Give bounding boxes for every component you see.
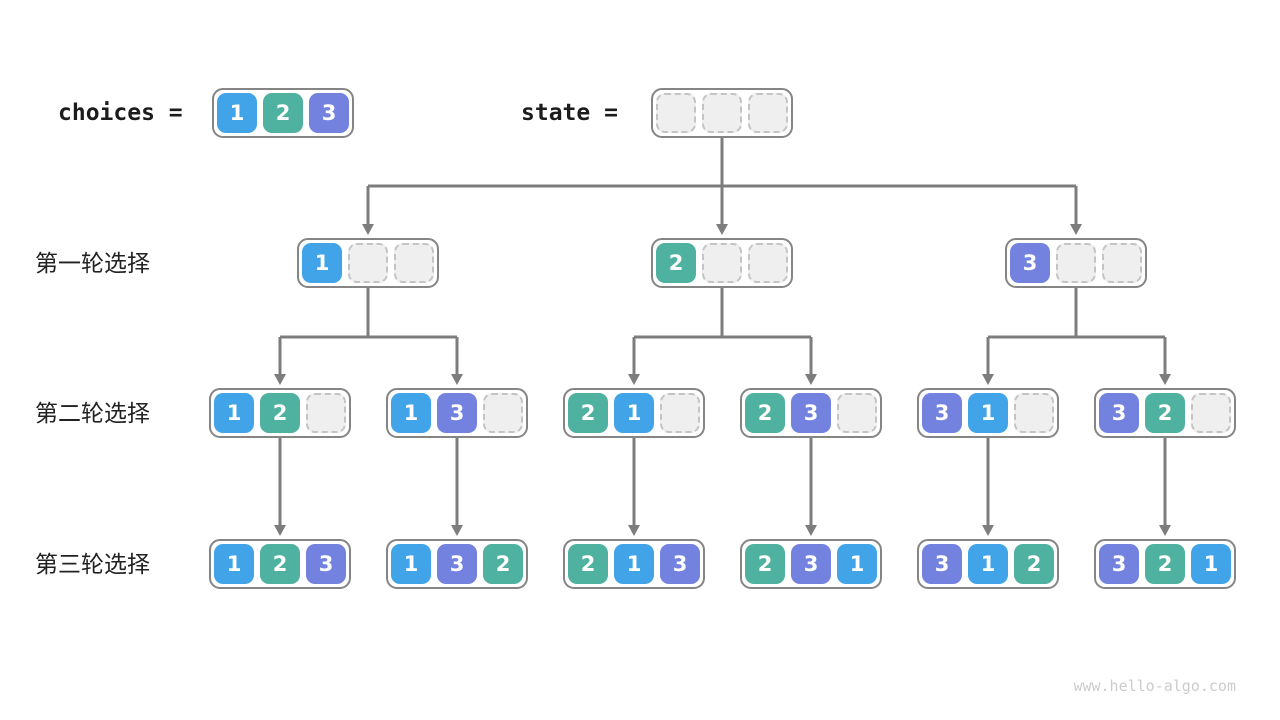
round1-box-1: 1: [297, 238, 439, 288]
choice-tile-3: 3: [1099, 393, 1139, 433]
empty-cell: [1014, 393, 1054, 433]
choice-tile-3: 3: [309, 93, 349, 133]
choices-label: choices =: [58, 100, 183, 126]
choice-tile-1: 1: [614, 544, 654, 584]
choice-tile-1: 1: [614, 393, 654, 433]
choice-tile-2: 2: [263, 93, 303, 133]
empty-cell: [748, 243, 788, 283]
choice-tile-1: 1: [968, 393, 1008, 433]
empty-cell: [1056, 243, 1096, 283]
choice-tile-3: 3: [306, 544, 346, 584]
choice-tile-3: 3: [922, 393, 962, 433]
empty-cell: [394, 243, 434, 283]
choice-tile-3: 3: [1099, 544, 1139, 584]
choice-tile-3: 3: [1010, 243, 1050, 283]
choice-tile-2: 2: [483, 544, 523, 584]
empty-cell: [306, 393, 346, 433]
choice-tile-2: 2: [1014, 544, 1054, 584]
empty-cell: [656, 93, 696, 133]
choice-tile-1: 1: [217, 93, 257, 133]
choice-tile-3: 3: [437, 393, 477, 433]
choice-tile-2: 2: [656, 243, 696, 283]
choice-tile-2: 2: [260, 393, 300, 433]
choice-tile-1: 1: [391, 393, 431, 433]
choice-tile-1: 1: [391, 544, 431, 584]
empty-cell: [702, 93, 742, 133]
choice-tile-1: 1: [214, 393, 254, 433]
empty-cell: [748, 93, 788, 133]
choice-tile-1: 1: [1191, 544, 1231, 584]
empty-cell: [348, 243, 388, 283]
choice-tile-1: 1: [837, 544, 877, 584]
choice-tile-3: 3: [922, 544, 962, 584]
empty-cell: [483, 393, 523, 433]
empty-cell: [1102, 243, 1142, 283]
empty-cell: [702, 243, 742, 283]
state-box: [651, 88, 793, 138]
choice-tile-2: 2: [745, 393, 785, 433]
row-label-round-2: 第二轮选择: [35, 400, 150, 426]
choice-tile-2: 2: [745, 544, 785, 584]
empty-cell: [1191, 393, 1231, 433]
state-label: state =: [521, 100, 618, 126]
empty-cell: [660, 393, 700, 433]
choice-tile-3: 3: [660, 544, 700, 584]
choice-tile-2: 2: [568, 544, 608, 584]
choice-tile-2: 2: [1145, 393, 1185, 433]
choice-tile-1: 1: [214, 544, 254, 584]
row-label-round-3: 第三轮选择: [35, 551, 150, 577]
choice-tile-3: 3: [437, 544, 477, 584]
round1-box-2: 2: [651, 238, 793, 288]
empty-cell: [837, 393, 877, 433]
choice-tile-2: 2: [260, 544, 300, 584]
choice-tile-3: 3: [791, 544, 831, 584]
watermark: www.hello-algo.com: [1073, 677, 1236, 695]
choice-tile-1: 1: [968, 544, 1008, 584]
choice-tile-2: 2: [1145, 544, 1185, 584]
round1-box-3: 3: [1005, 238, 1147, 288]
choice-tile-1: 1: [302, 243, 342, 283]
choice-tile-3: 3: [791, 393, 831, 433]
row-label-round-1: 第一轮选择: [35, 250, 150, 276]
choice-tile-2: 2: [568, 393, 608, 433]
